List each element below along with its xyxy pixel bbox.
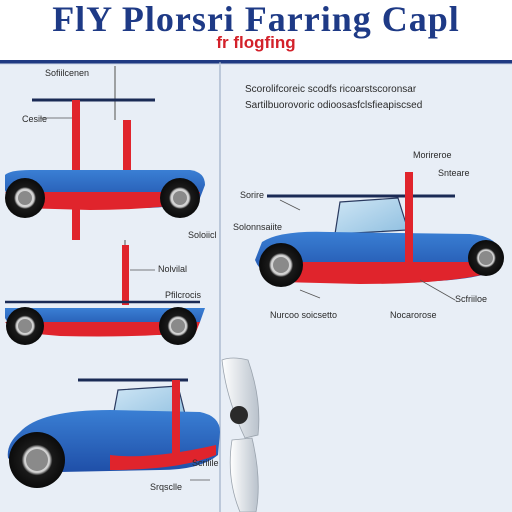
page-subtitle: fr flogfing xyxy=(216,33,296,52)
label-car1-left: Cesile xyxy=(22,114,47,124)
label-car1-top: Sofiilcenen xyxy=(45,68,89,78)
right-description-line1: Scorolifcoreic scodfs ricoarstscoronsar xyxy=(245,84,417,95)
wheel-icon xyxy=(5,178,45,218)
label-car3-low1: Scrilile xyxy=(192,458,219,468)
label-car3-low2: Srqsclle xyxy=(150,482,182,492)
label-right-left: Sorire xyxy=(240,190,264,200)
wheel-icon xyxy=(259,243,303,287)
label-right-bottom3: Scfriiloe xyxy=(455,294,487,304)
wheel-icon xyxy=(159,307,197,345)
right-description-line2: Sartilbuorovoric odioosasfclsfieapiscsed xyxy=(245,100,422,111)
label-right-bottom2: Nocarorose xyxy=(390,310,437,320)
label-right-body: Snteare xyxy=(438,168,470,178)
flying-car-diagram: Sofiilcenen Cesile Nolvilal Pfilcrocis S… xyxy=(0,62,512,512)
label-mid-left: Soloiicl xyxy=(188,230,217,240)
car-right-panel: Scorolifcoreic scodfs ricoarstscoronsar … xyxy=(233,84,504,320)
label-car2-low: Pfilcrocis xyxy=(165,290,202,300)
car-middle-left: Nolvilal Pfilcrocis Soloiicl xyxy=(5,230,217,345)
page-title: FlY Plorsri Farring Capl xyxy=(52,0,460,39)
label-right-top: Morireroe xyxy=(413,150,452,160)
car-top-left: Sofiilcenen Cesile xyxy=(5,66,205,240)
wheel-icon xyxy=(468,240,504,276)
header: FlY Plorsri Farring Capl fr flogfing xyxy=(0,0,512,64)
car-bottom-left: Scrilile Srqsclle xyxy=(7,357,260,512)
label-right-left2: Solonnsaiite xyxy=(233,222,282,232)
wheel-icon xyxy=(6,307,44,345)
wheel-icon xyxy=(9,432,65,488)
wheel-icon xyxy=(160,178,200,218)
label-right-bottom1: Nurcoo soicsetto xyxy=(270,310,337,320)
label-car2-mid: Nolvilal xyxy=(158,264,187,274)
propeller-icon xyxy=(221,357,260,512)
